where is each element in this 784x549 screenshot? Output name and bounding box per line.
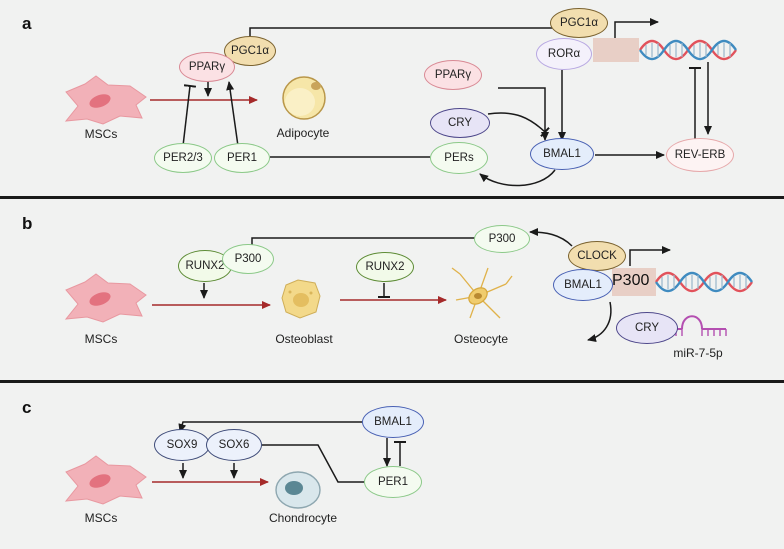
panel-label-b: b bbox=[22, 214, 33, 233]
msc-cell-icon-c bbox=[64, 455, 147, 505]
pparg-node-mid: PPARγ bbox=[424, 60, 482, 90]
per23-node: PER2/3 bbox=[154, 143, 212, 173]
p300-promoter-label: P300 bbox=[612, 272, 650, 289]
mscs-label-c: MSCs bbox=[84, 511, 118, 525]
osteocyte-cell-icon bbox=[451, 267, 513, 319]
per1-node-c: PER1 bbox=[364, 466, 422, 498]
pparg-node-left: PPARγ bbox=[179, 52, 235, 82]
promoter-box-b bbox=[612, 268, 656, 296]
osteocyte-label: Osteocyte bbox=[453, 332, 509, 346]
chondrocyte-cell-icon bbox=[275, 471, 321, 509]
sox6-node: SOX6 bbox=[206, 429, 262, 461]
osteoblast-cell-icon bbox=[281, 279, 321, 319]
mscs-label-b: MSCs bbox=[84, 332, 118, 346]
dna-helix-icon-b bbox=[655, 271, 753, 293]
promoter-box-a bbox=[593, 38, 639, 62]
p300-node-left: P300 bbox=[222, 244, 274, 274]
clock-node: CLOCK bbox=[568, 241, 626, 271]
rev-erb-node: REV-ERB bbox=[666, 138, 734, 172]
divider-bc bbox=[0, 380, 784, 383]
msc-cell-icon-a bbox=[64, 75, 147, 125]
adipocyte-cell-icon bbox=[282, 76, 326, 120]
chondrocyte-label: Chondrocyte bbox=[268, 511, 338, 525]
panel-label-c: c bbox=[22, 398, 32, 417]
msc-cell-icon-b bbox=[64, 273, 147, 323]
osteoblast-label: Osteoblast bbox=[275, 332, 333, 346]
panel-label-a: a bbox=[22, 14, 32, 33]
mirna-label: miR-7-5p bbox=[673, 346, 723, 360]
dna-helix-icon-a bbox=[639, 39, 737, 61]
bmal1-node-a: BMAL1 bbox=[530, 138, 594, 170]
mscs-label-a: MSCs bbox=[84, 127, 118, 141]
divider-ab bbox=[0, 196, 784, 199]
per1-node-a: PER1 bbox=[214, 143, 270, 173]
sox9-node: SOX9 bbox=[154, 429, 210, 461]
p300-node-right: P300 bbox=[474, 225, 530, 253]
pers-node: PERs bbox=[430, 142, 488, 174]
runx2-node-right: RUNX2 bbox=[356, 252, 414, 282]
pgc1a-node-right: PGC1α bbox=[550, 8, 608, 38]
cry-node-a: CRY bbox=[430, 108, 490, 138]
bmal1-node-b: BMAL1 bbox=[553, 269, 613, 301]
adipocyte-label: Adipocyte bbox=[276, 126, 330, 140]
rora-node: RORα bbox=[536, 38, 592, 70]
bmal1-node-c: BMAL1 bbox=[362, 406, 424, 438]
cry-node-b: CRY bbox=[616, 312, 678, 344]
